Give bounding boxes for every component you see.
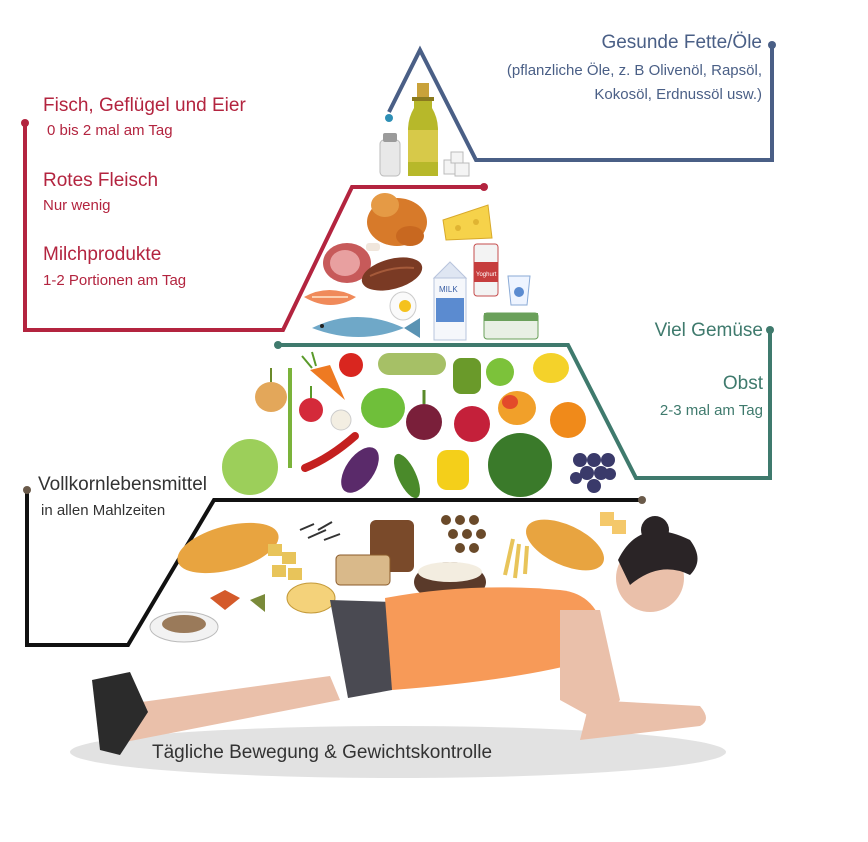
yoghurt-label: Yoghurt	[476, 272, 497, 278]
tomato	[339, 353, 363, 377]
grain-tier-dot-left	[23, 486, 31, 494]
red-chili	[301, 432, 359, 472]
fries	[503, 538, 529, 579]
ground-shadow	[70, 726, 726, 778]
grapes	[570, 453, 616, 493]
wild-rice	[299, 521, 341, 541]
grain-tier-outline	[25, 490, 642, 647]
veg-title: Viel Gemüse	[654, 320, 763, 341]
top-tier-dot	[768, 41, 776, 49]
orange	[550, 402, 586, 438]
baguette-left	[177, 522, 279, 574]
pomegranate	[454, 406, 490, 442]
dairy-title: Milchprodukte	[43, 244, 162, 265]
meat-title: Rotes Fleisch	[43, 170, 159, 191]
pasta	[268, 544, 302, 580]
farfalle	[210, 590, 265, 612]
fish	[312, 317, 420, 338]
coffee-beans	[441, 515, 486, 553]
sugar-cubes	[443, 151, 470, 177]
crispbread	[286, 582, 336, 614]
veg-tier-outline	[278, 330, 772, 480]
veg-tier-dot-left	[274, 341, 282, 349]
top-tier-outline	[387, 45, 774, 162]
lemon	[533, 353, 569, 383]
yoghurt-bottle	[473, 243, 499, 297]
veg-tier-dot-right	[766, 326, 774, 334]
grain-title: Vollkornlebensmittel	[38, 474, 207, 495]
fish-title: Fisch, Geflügel und Eier	[43, 95, 246, 116]
green-apple	[486, 358, 514, 386]
garlic	[330, 409, 352, 431]
fruit-sub: 2-3 mal am Tag	[659, 402, 763, 419]
zucchini	[378, 353, 446, 375]
fats-desc-line1: (pflanzliche Öle, z. B Olivenöl, Rapsöl,	[506, 62, 762, 79]
protein-tier-outline	[23, 123, 484, 332]
woman-plank	[92, 516, 706, 755]
fish-sub: 0 bis 2 mal am Tag	[47, 122, 173, 139]
egg	[389, 291, 417, 321]
beetroot	[406, 390, 442, 440]
steak	[361, 257, 423, 291]
protein-tier-dot-right	[480, 183, 488, 191]
fats-desc-line2: Kokosöl, Erdnussöl usw.)	[594, 86, 762, 103]
olive-oil-bottle	[408, 83, 438, 176]
yellow-pepper	[437, 450, 469, 490]
carrot	[301, 351, 345, 400]
bread-loaf	[335, 520, 414, 586]
eggplant	[341, 447, 379, 493]
rice	[418, 562, 482, 582]
base-caption: Tägliche Bewegung & Gewichtskontrolle	[152, 742, 493, 763]
lettuce	[361, 388, 405, 428]
watermelon	[488, 433, 552, 497]
fruit-title: Obst	[722, 373, 763, 394]
ham	[323, 243, 380, 283]
dairy-sub: 1-2 Portionen am Tag	[43, 272, 187, 289]
radish	[299, 386, 323, 422]
green-pepper	[453, 358, 481, 394]
baguette-right	[526, 519, 604, 571]
yoghurt-cup	[507, 275, 531, 306]
salt-shaker	[379, 133, 401, 177]
crackers	[600, 512, 626, 534]
fats-title: Gesunde Fette/Öle	[601, 32, 762, 53]
grain-sub: in allen Mahlzeiten	[41, 502, 166, 519]
milk-label: MILK	[439, 285, 458, 294]
oats	[162, 615, 206, 633]
milk-carton	[432, 261, 468, 341]
protein-tier-dot-left	[21, 119, 29, 127]
grain-tier-dot-right	[638, 496, 646, 504]
meat-sub: Nur wenig	[43, 197, 111, 214]
cucumber	[393, 453, 421, 499]
onion	[255, 368, 287, 412]
cabbage	[222, 439, 278, 495]
cheese-wedge	[442, 204, 493, 241]
mango	[498, 391, 536, 425]
roast-chicken	[367, 193, 427, 246]
salmon-fillet	[304, 290, 356, 305]
butter-tub	[483, 312, 539, 340]
top-tier-dot-left	[385, 114, 393, 122]
